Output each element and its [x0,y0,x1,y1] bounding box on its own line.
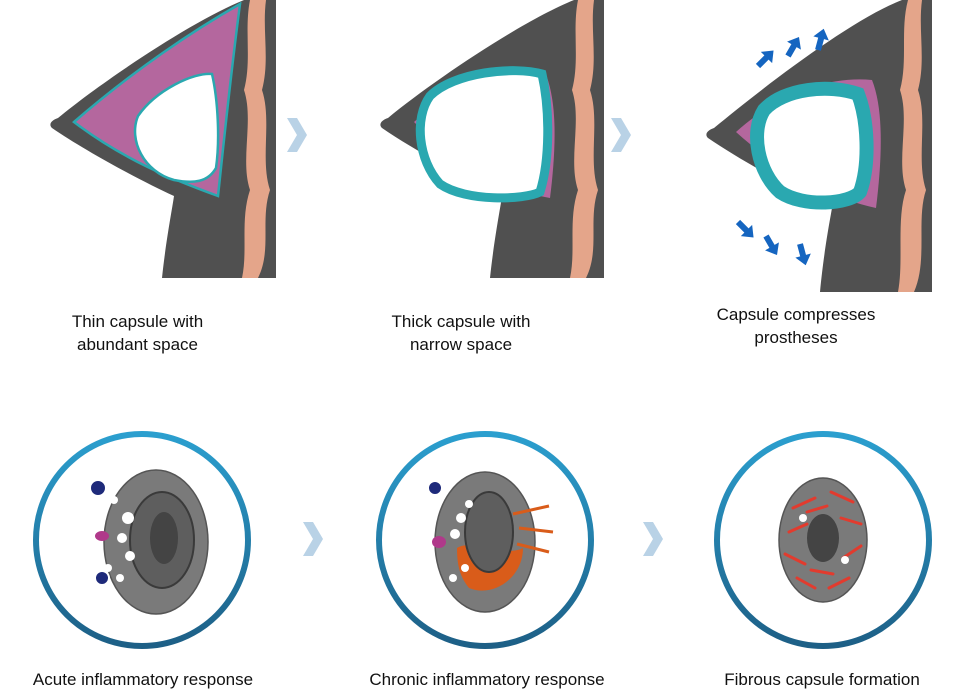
caption-thin-capsule: Thin capsule with abundant space [71,312,204,354]
acute-inflammation-circle [30,428,254,652]
caption-chronic-inflammatory: Chronic inflammatory response [369,670,605,689]
right-arrow-icon [303,522,323,556]
chronic-inflammation-circle [373,428,597,652]
right-arrow-icon [643,522,663,556]
caption-fibrous-capsule: Fibrous capsule formation [724,670,920,689]
right-arrow-icon [611,118,631,152]
caption-acute-inflammatory: Acute inflammatory response [32,670,254,689]
breast-diagram-thin-capsule [44,0,276,282]
caption-capsule-compresses: Capsule compresses prostheses [716,305,876,347]
breast-diagram-thick-capsule [374,0,604,282]
pressure-arrow-icon [755,50,774,69]
right-arrow-icon [287,118,307,152]
fibrous-capsule-circle [711,428,935,652]
caption-thick-capsule: Thick capsule with narrow space [391,312,531,354]
breast-diagram-capsule-compression [700,0,932,294]
